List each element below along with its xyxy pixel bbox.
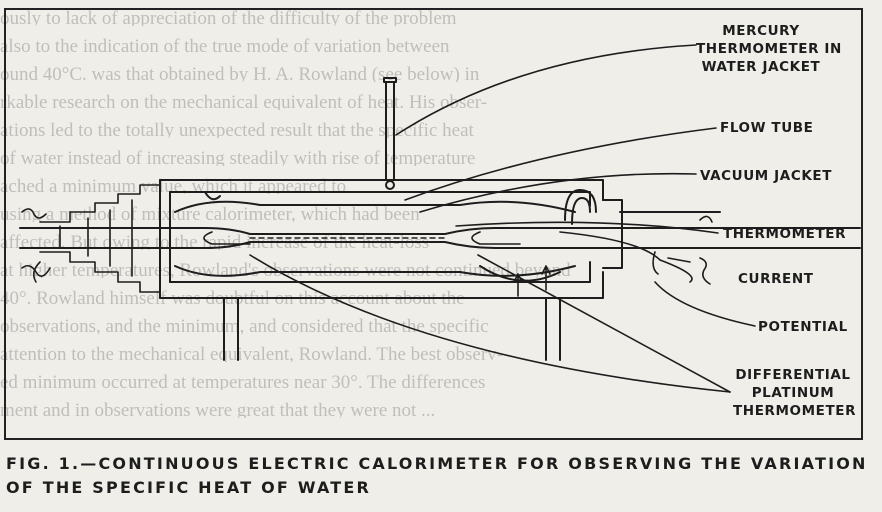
show-through-line: ment and in observations were great that… <box>0 400 436 418</box>
show-through-line: ound 40°C. was that obtained by H. A. Ro… <box>0 64 480 82</box>
label-line: DIFFERENTIAL <box>735 367 851 383</box>
lead-wires <box>21 208 713 285</box>
show-through-line: attention to the mechanical equivalent, … <box>0 344 503 362</box>
label-line: THERMOMETER IN <box>696 41 842 57</box>
figure-frame <box>4 8 863 440</box>
label-line: MERCURY <box>722 23 800 39</box>
label-current: CURRENT <box>738 271 814 287</box>
show-through-line: at higher temperatures, Rowland's observ… <box>0 260 571 278</box>
show-through-line: ously to lack of appreciation of the dif… <box>0 8 457 26</box>
water-jacket <box>159 179 623 361</box>
label-line: WATER JACKET <box>701 59 821 75</box>
show-through-line: of water instead of increasing steadily … <box>0 148 476 166</box>
flow-arrows <box>513 265 551 297</box>
label-mercury-thermometer: MERCURY THERMOMETER IN WATER JACKET <box>696 22 842 76</box>
show-through-line: rkable research on the mechanical equiva… <box>0 92 488 110</box>
show-through-line: ations led to the totally unexpected res… <box>0 120 474 138</box>
label-thermometer: THERMOMETER <box>723 226 847 242</box>
label-potential: POTENTIAL <box>758 319 848 335</box>
show-through-line: also to the indication of the true mode … <box>0 36 450 54</box>
mercury-thermometer <box>383 77 397 190</box>
show-through-line: observations, and the minimum, and consi… <box>0 316 489 334</box>
right-side-tubing <box>564 189 721 225</box>
left-end-insulation <box>39 184 161 293</box>
label-flow-tube: FLOW TUBE <box>720 120 814 136</box>
leader-lines <box>249 44 756 393</box>
label-vacuum-jacket: VACUUM JACKET <box>700 168 833 184</box>
show-through-line: ed minimum occurred at temperatures near… <box>0 372 486 390</box>
show-through-line: affected. But owing to the rapid increas… <box>0 232 430 250</box>
flow-tube <box>19 227 861 249</box>
show-through-line: using a method of mixture calorimeter, w… <box>0 204 420 222</box>
label-line: PLATINUM <box>751 385 835 401</box>
figure-caption: FIG. 1.—CONTINUOUS ELECTRIC CALORIMETER … <box>6 454 868 497</box>
vacuum-jacket <box>174 191 576 282</box>
label-line: THERMOMETER <box>733 403 857 419</box>
label-differential-platinum-thermometer: DIFFERENTIAL PLATINUM THERMOMETER <box>733 366 857 420</box>
